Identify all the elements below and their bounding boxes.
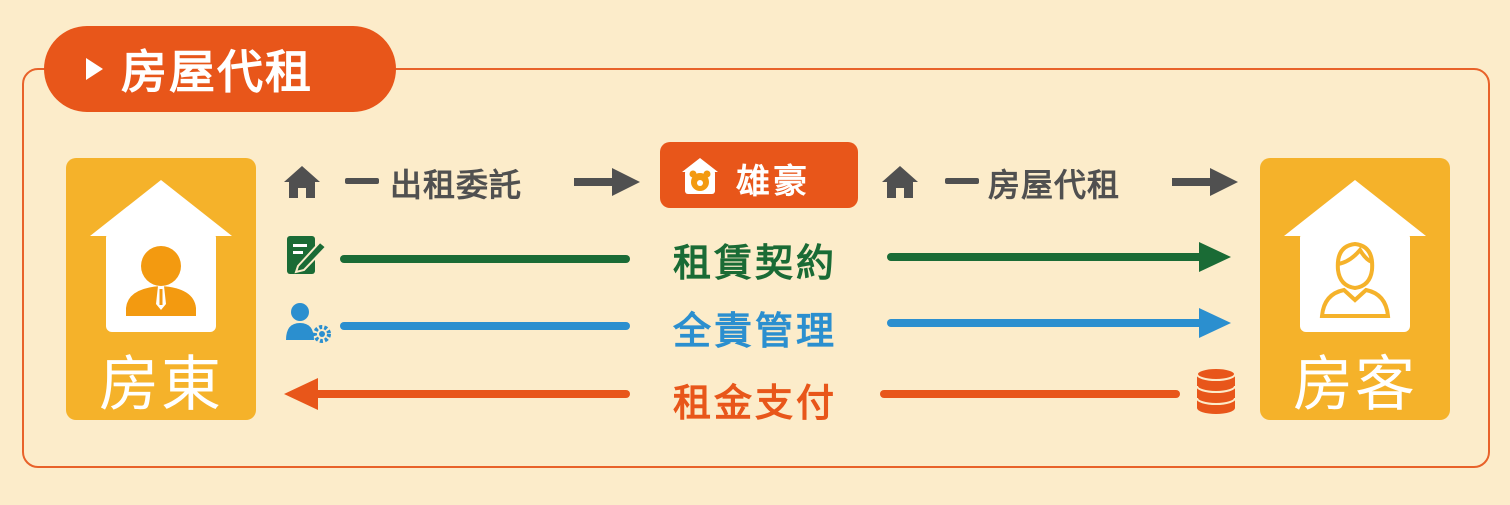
diagram-title: 房屋代租 (121, 45, 313, 99)
coins-icon (1196, 367, 1236, 414)
play-triangle-icon (86, 58, 103, 80)
home-icon (284, 166, 320, 198)
diagram-frame (22, 68, 1490, 468)
arrow-right-icon (574, 168, 640, 196)
agency-badge: 雄豪 (660, 142, 858, 208)
dash-left-1 (345, 178, 379, 184)
landlord-house-icon (90, 180, 232, 332)
title-pill: 房屋代租 (44, 26, 396, 112)
contract-arrow-right (887, 242, 1231, 272)
home-icon (882, 166, 918, 198)
row-label-contract: 租賃契約 (673, 241, 838, 285)
tenant-house-icon (1284, 180, 1426, 332)
landlord-person-icon (126, 246, 196, 316)
flow-right-label: 房屋代租 (988, 166, 1121, 204)
tenant-person-icon (1319, 241, 1391, 318)
landlord-label: 房東 (99, 350, 223, 420)
management-line-left (340, 322, 630, 330)
row-label-management: 全責管理 (673, 309, 838, 353)
user-gear-icon (286, 303, 331, 343)
agency-logo-icon (682, 158, 718, 194)
dash-left-2 (945, 178, 979, 184)
agency-name: 雄豪 (736, 162, 810, 202)
payment-line-right (880, 390, 1180, 398)
tenant-card: 房客 (1260, 158, 1450, 420)
row-label-payment: 租金支付 (673, 381, 838, 425)
tenant-label: 房客 (1293, 350, 1417, 420)
arrow-right-icon (1172, 168, 1238, 196)
payment-arrow-left (284, 378, 630, 410)
flow-left-label: 出租委託 (390, 166, 523, 204)
landlord-card: 房東 (66, 158, 256, 420)
management-arrow-right (887, 308, 1231, 338)
contract-line-left (340, 255, 630, 263)
contract-icon (287, 236, 328, 274)
